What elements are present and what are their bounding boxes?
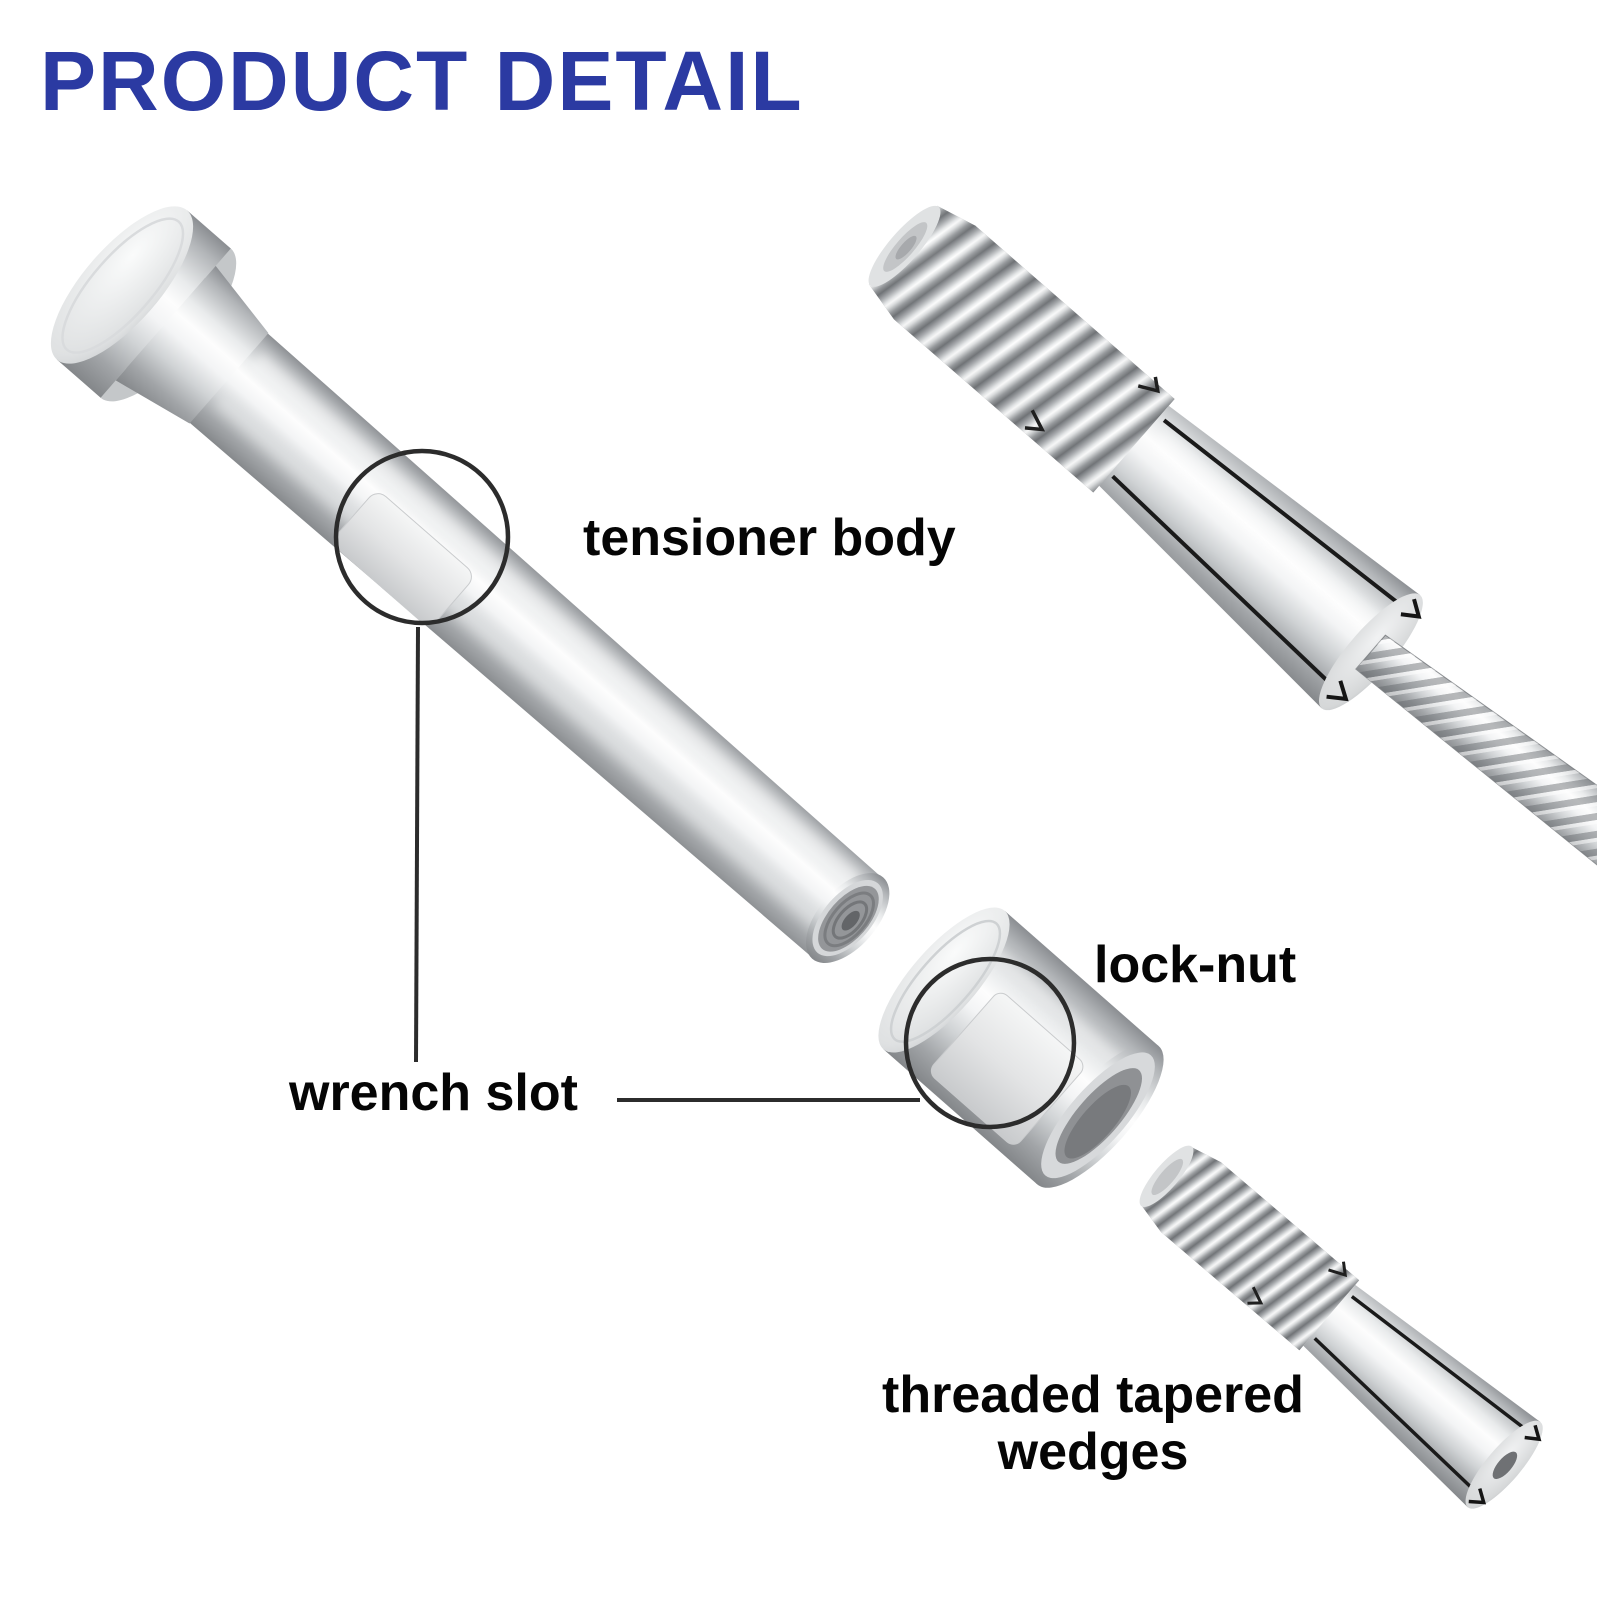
wrench-slot-circle-nut xyxy=(903,956,1077,1130)
leader-line-rod xyxy=(414,626,420,1063)
label-wedges-line1: threaded tapered xyxy=(882,1366,1304,1424)
wrench-slot-circle-rod xyxy=(333,448,511,626)
label-lock-nut: lock-nut xyxy=(1094,936,1297,994)
tapered-wedge-illustration xyxy=(1139,1145,1543,1509)
callout-annotations xyxy=(333,448,1077,1130)
label-wrench-slot: wrench slot xyxy=(289,1064,578,1122)
label-wedges-line2: wedges xyxy=(997,1423,1189,1482)
tensioner-body-illustration xyxy=(50,206,890,963)
label-threaded-tapered-wedges: threaded tapered wedges xyxy=(843,1366,1343,1482)
page-title: PRODUCT DETAIL xyxy=(40,34,804,128)
wrench-slot-facet-rod xyxy=(334,493,472,625)
wedge-cable-assembly-illustration xyxy=(868,205,1597,875)
label-tensioner-body: tensioner body xyxy=(583,509,956,567)
